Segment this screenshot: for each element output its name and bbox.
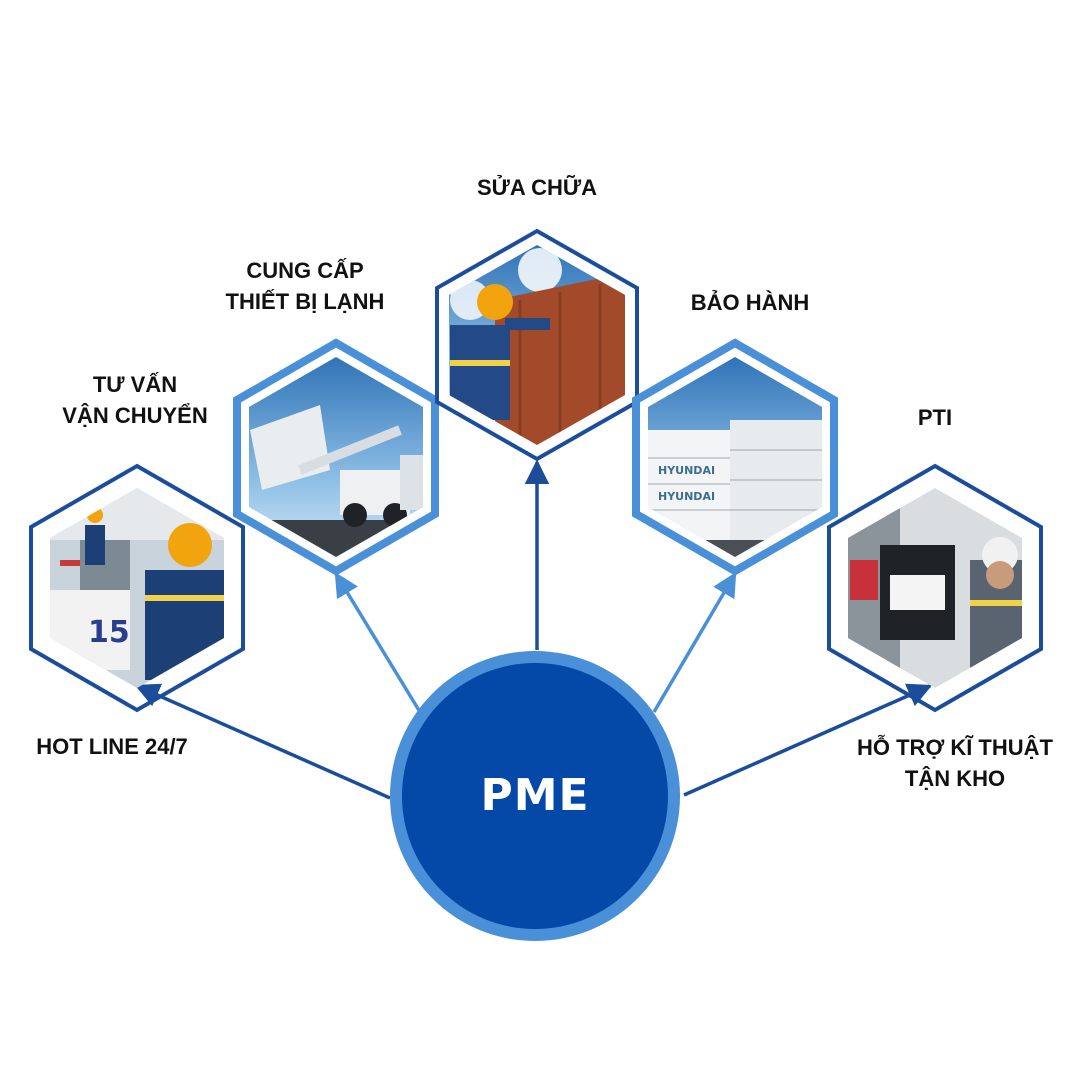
bao-hanh-hexagon	[632, 338, 838, 576]
label-tu-van: TƯ VẤN VẬN CHUYỂN	[62, 372, 208, 428]
label-bao-hanh: BẢO HÀNH	[690, 290, 810, 315]
arrow-to-pti	[683, 683, 933, 797]
label-pti: PTI	[917, 405, 953, 430]
svg-text:HYUNDAI: HYUNDAI	[658, 464, 715, 477]
arrow-to-hotline	[134, 683, 391, 800]
center-circle	[402, 663, 668, 929]
center-label: PME	[480, 769, 590, 821]
svg-text:HYUNDAI: HYUNDAI	[658, 490, 715, 503]
svg-text:15: 15	[88, 615, 130, 650]
label-sua-chua: SỬA CHỮA	[476, 175, 598, 200]
label-cung-cap: CUNG CẤP THIẾT BỊ LẠNH	[225, 258, 385, 314]
arrow-to-tu-van	[334, 571, 422, 713]
hotline-hexagon	[29, 463, 245, 713]
sua-chua-hexagon	[435, 228, 639, 462]
pti-hexagon	[827, 463, 1043, 713]
label-hotline: HOT LINE 24/7	[36, 734, 188, 759]
label-ho-tro: HỖ TRỢ KĨ THUẬT TẬN KHO	[857, 735, 1053, 791]
arrow-to-bao-hanh	[652, 571, 737, 713]
